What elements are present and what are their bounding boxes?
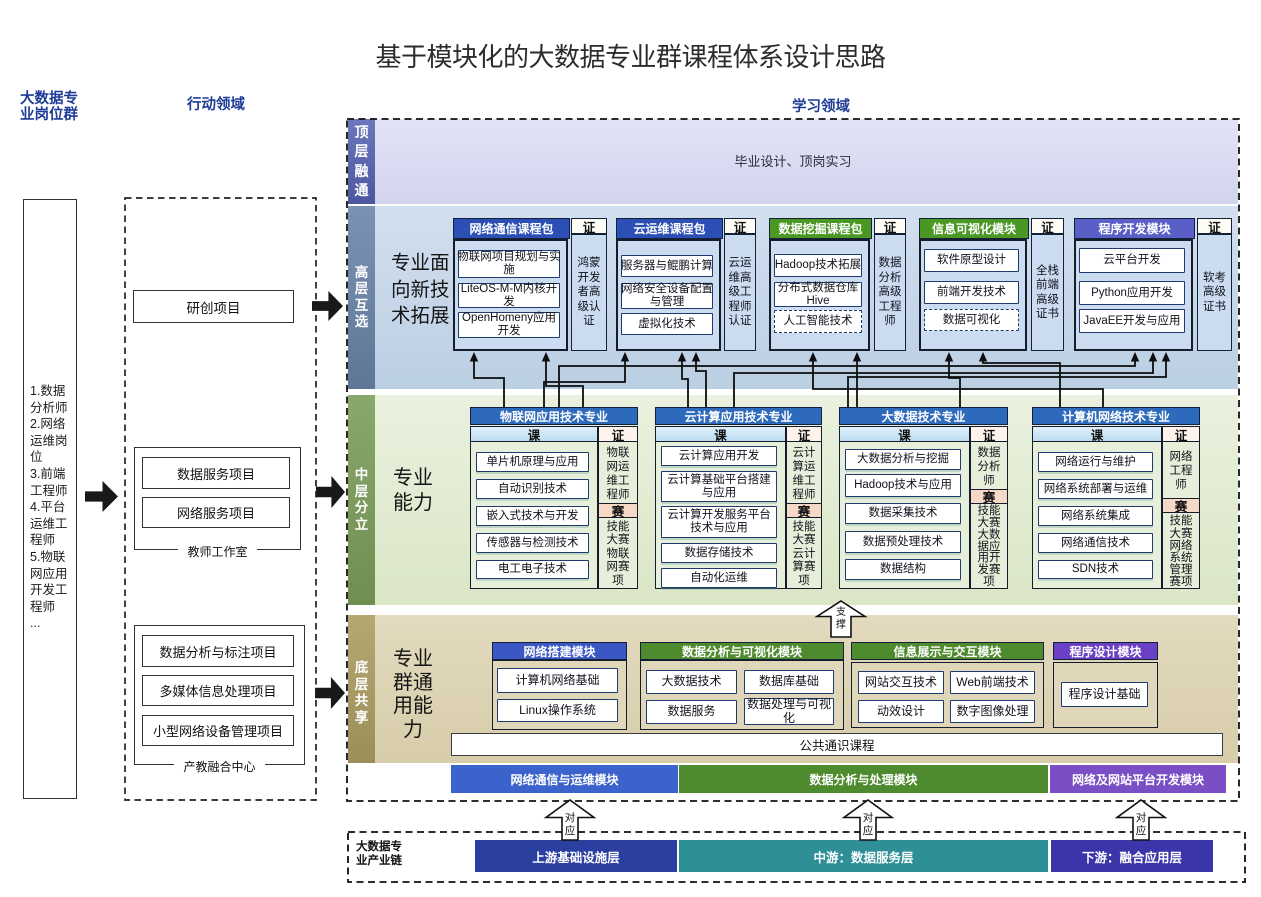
- svg-text:对: 对: [863, 811, 874, 824]
- svg-text:对: 对: [565, 811, 576, 824]
- svg-text:应: 应: [863, 824, 874, 837]
- svg-text:撑: 撑: [836, 618, 846, 631]
- svg-text:应: 应: [565, 824, 576, 837]
- svg-text:支: 支: [836, 606, 846, 618]
- svg-text:对: 对: [1136, 811, 1147, 824]
- svg-text:应: 应: [1136, 824, 1147, 837]
